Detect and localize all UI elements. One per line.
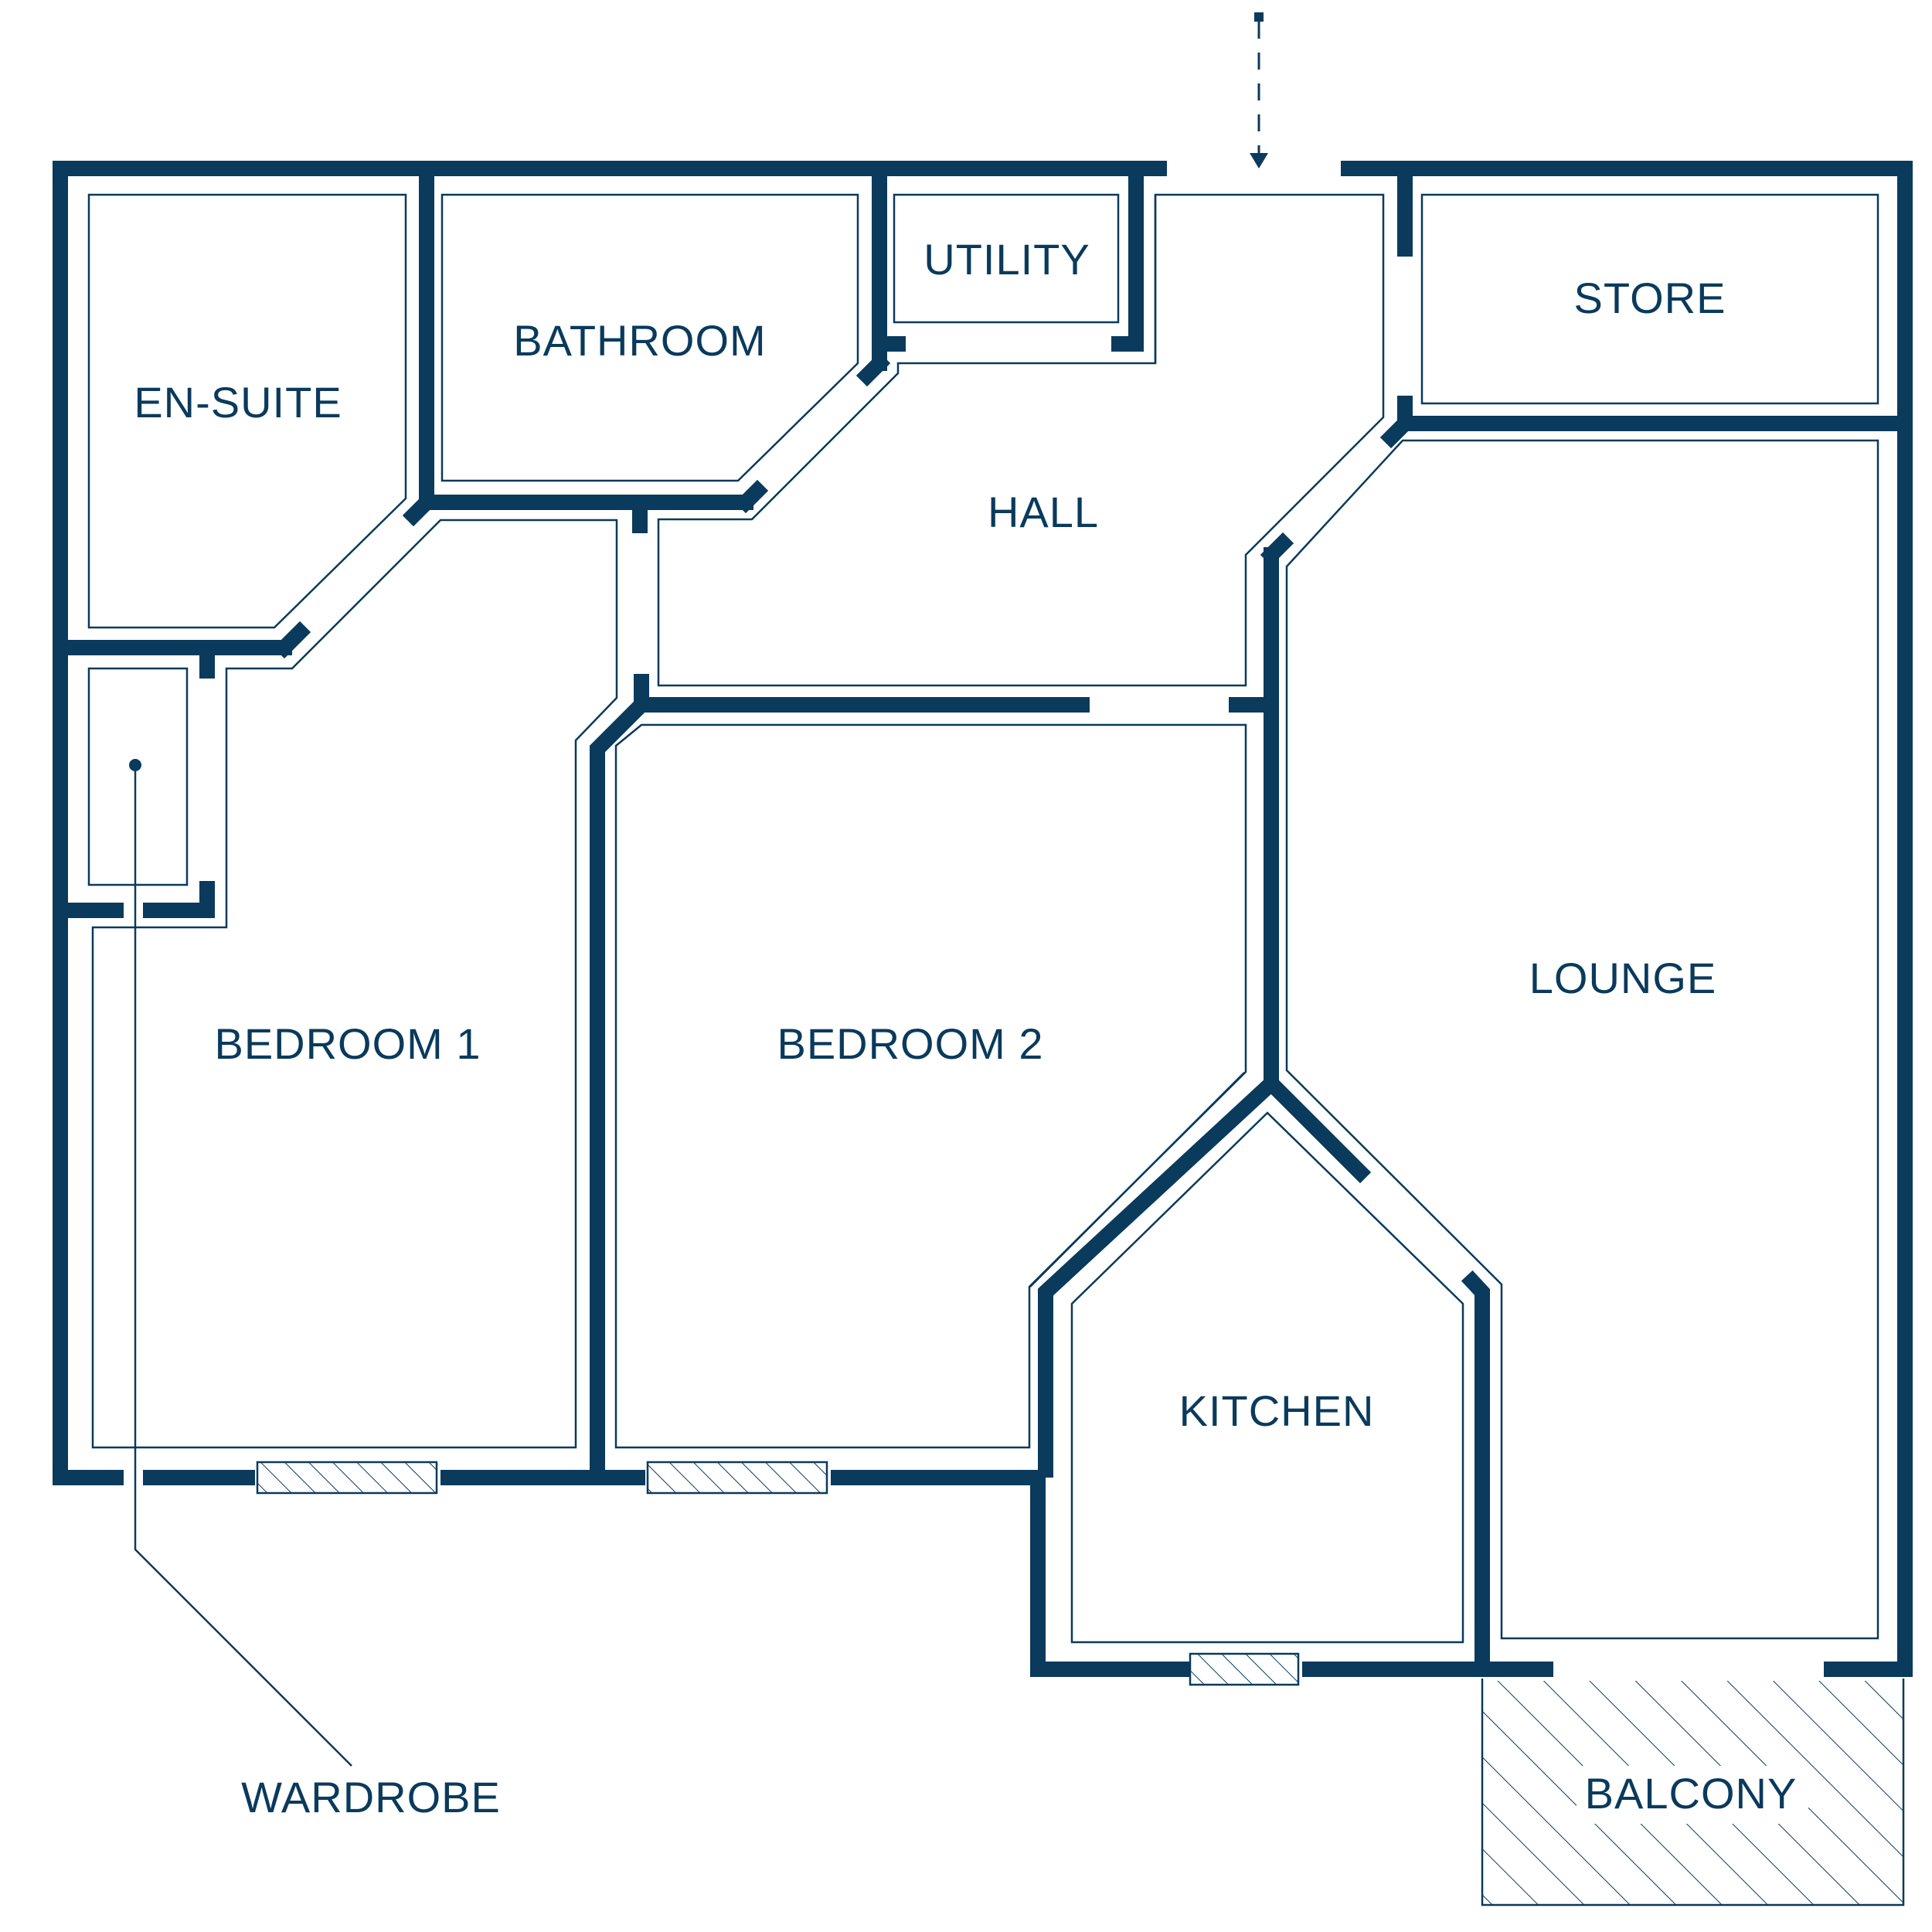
label-lounge: LOUNGE [1529,954,1717,1002]
label-kitchen: KITCHEN [1179,1386,1375,1435]
window-bedroom-2 [646,1461,828,1495]
window-kitchen [1189,1652,1300,1686]
entrance-arrow [1250,12,1268,168]
interior-walls [60,168,1905,1669]
room-labels: EN-SUITE BATHROOM UTILITY STORE HALL BED… [134,235,1798,1821]
label-bedroom-2: BEDROOM 2 [777,1019,1043,1068]
label-bedroom-1: BEDROOM 1 [214,1019,481,1068]
balcony-area [1481,1679,1905,1906]
label-utility: UTILITY [923,235,1090,284]
label-store: STORE [1574,274,1726,322]
window-bedroom-1 [256,1461,438,1495]
label-en-suite: EN-SUITE [134,378,342,427]
windows [256,1461,1300,1686]
exterior-walls [53,161,1913,1677]
label-balcony: BALCONY [1585,1769,1798,1818]
inner-wall-lines [87,193,1879,1644]
wardrobe-leader [129,759,352,1767]
label-bathroom: BATHROOM [513,316,766,365]
label-wardrobe: WARDROBE [241,1773,501,1821]
label-hall: HALL [988,488,1099,536]
